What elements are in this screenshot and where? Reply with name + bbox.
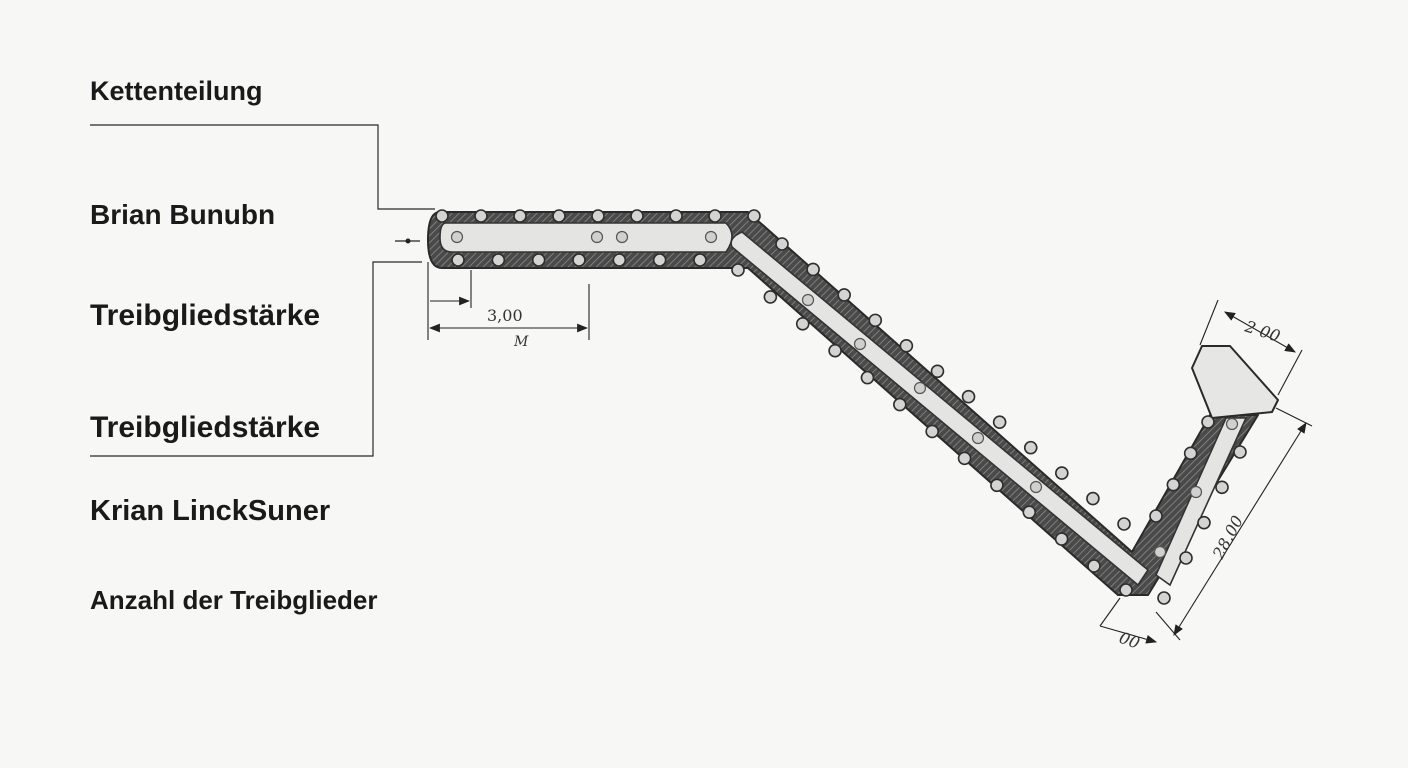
rivet: [1157, 591, 1171, 605]
rivet: [961, 389, 976, 404]
chain-diagonal-strip: [730, 231, 1150, 587]
rivet: [1166, 477, 1181, 492]
rivet: [693, 253, 707, 267]
rivet: [893, 397, 907, 412]
chain-outer-band: [427, 211, 1259, 596]
rivet: [868, 313, 883, 328]
rivet: [612, 253, 627, 267]
rivet: [513, 209, 527, 223]
rivet: [837, 288, 851, 302]
rivet: [1215, 480, 1229, 495]
rivet: [775, 237, 789, 251]
rivet: [552, 209, 566, 223]
link-pin: [615, 230, 629, 244]
link-pin: [450, 230, 464, 244]
label-drive-link-thickness-2: Treibgliedstärke: [90, 411, 321, 444]
cutter-tooth: [1191, 345, 1279, 419]
rivet: [1119, 583, 1133, 597]
label-chain-pitch: Kettenteilung: [90, 76, 263, 106]
leader-lines: [90, 124, 435, 457]
rivet: [669, 209, 683, 223]
link-pin: [913, 381, 927, 395]
rivet: [1149, 509, 1163, 523]
rivet: [491, 253, 506, 267]
saw-chain: [427, 209, 1279, 605]
rivet: [992, 415, 1007, 429]
rivet: [828, 343, 842, 358]
link-pin: [853, 337, 867, 351]
label-drive-link-count: Anzahl der Treibglieder: [90, 585, 378, 615]
rivet: [630, 209, 644, 223]
rivet: [899, 339, 914, 353]
rivet: [435, 209, 449, 223]
rivet: [860, 370, 875, 385]
link-pin: [590, 230, 604, 244]
reference-mark: [395, 238, 420, 244]
rivet: [990, 478, 1004, 493]
rivet: [1022, 505, 1037, 519]
rivet: [1086, 491, 1100, 506]
link-pin: [1029, 480, 1043, 494]
rivet: [957, 451, 972, 466]
rivet: [1054, 532, 1069, 546]
rivet: [925, 424, 939, 439]
chain-inner-strip: [439, 222, 733, 253]
right-side-dimension: [1155, 407, 1313, 641]
rivet: [1117, 517, 1131, 531]
rivet: [1197, 515, 1211, 530]
rivet: [930, 364, 945, 379]
link-pin: [704, 230, 718, 244]
rivet: [1055, 466, 1069, 480]
rivet: [795, 317, 810, 331]
rivet: [1233, 445, 1247, 459]
rivet: [591, 209, 605, 223]
rivet: [451, 253, 465, 267]
link-pin: [801, 293, 815, 307]
rivet: [1179, 551, 1193, 565]
rivet: [708, 209, 722, 223]
pitch-value: 3,00: [487, 306, 523, 325]
right-side-value: 28.00: [1208, 513, 1247, 563]
link-pin: [1225, 417, 1239, 431]
rivet: [806, 262, 820, 277]
link-pin: [971, 431, 985, 445]
pitch-dimension: [427, 262, 590, 340]
label-krian-lincksuner: Krian LinckSuner: [90, 495, 331, 527]
label-brian-bunubn: Brian Bunubn: [90, 199, 276, 230]
top-right-dimension: [1199, 299, 1303, 396]
rivet: [572, 253, 586, 267]
link-pin: [1189, 485, 1203, 499]
rivet: [763, 290, 778, 304]
top-right-value: 2 00: [1242, 316, 1283, 345]
rivet: [1183, 446, 1198, 461]
rivet: [474, 209, 488, 223]
rivet: [1087, 559, 1101, 573]
bottom-dimension: [1099, 597, 1158, 644]
link-pin: [1153, 545, 1167, 559]
rivet: [531, 253, 546, 267]
rivet: [1023, 440, 1038, 455]
rivet: [652, 253, 667, 267]
rivet: [1201, 415, 1215, 429]
rivet: [747, 209, 761, 223]
pitch-unit: M: [513, 334, 529, 350]
rivet: [731, 263, 745, 277]
label-drive-link-thickness-1: Treibgliedstärke: [90, 299, 321, 332]
